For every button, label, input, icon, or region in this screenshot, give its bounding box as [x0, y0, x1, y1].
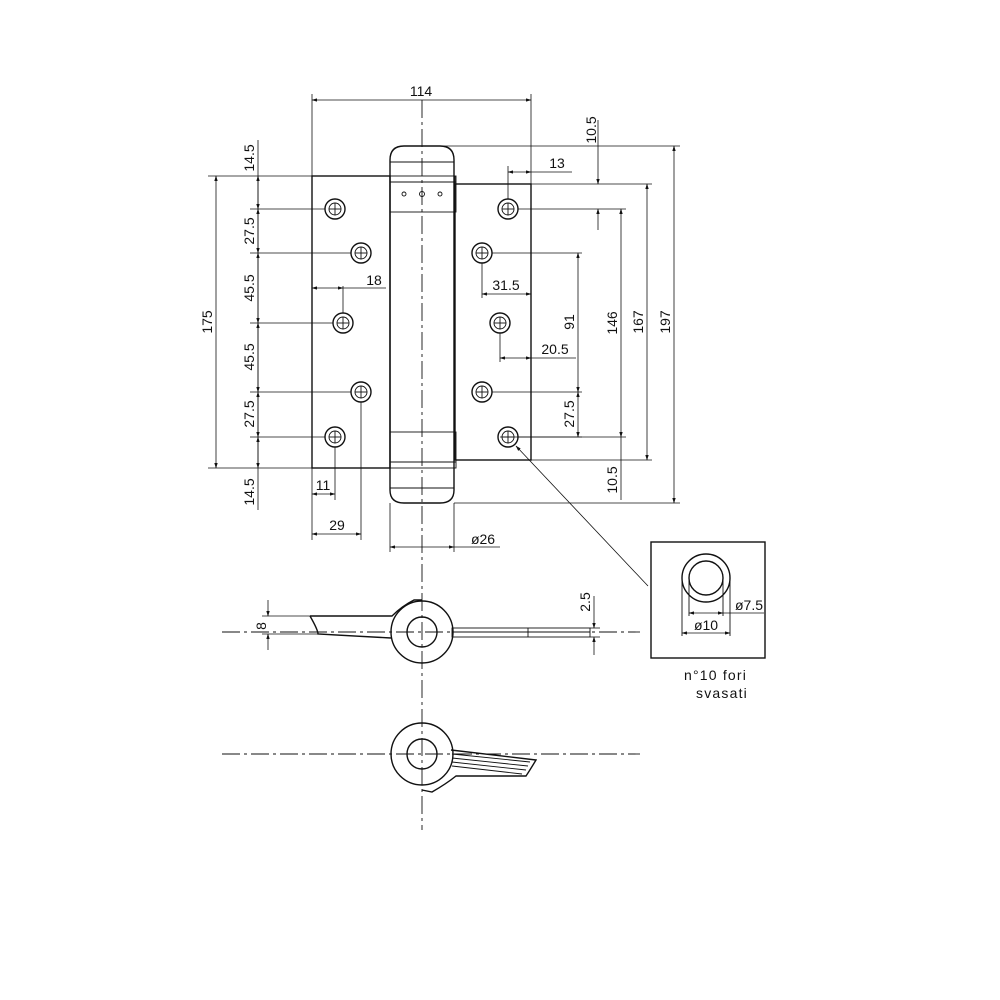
dim-dia-26: ø26: [471, 531, 495, 547]
dim-14-5-bottom: 14.5: [241, 478, 257, 505]
right-leaf: [454, 183, 532, 461]
dim-13: 13: [549, 155, 565, 171]
detail-frame: [650, 541, 766, 659]
section-left-leaf: [310, 599, 422, 617]
bottom-knuckle: [389, 431, 457, 469]
section-view-2: [222, 722, 640, 793]
dim-146: 146: [604, 311, 620, 335]
dim-29: 29: [329, 517, 345, 533]
dim-175: 175: [199, 310, 215, 334]
dim-27-5-bottom: 27.5: [241, 400, 257, 427]
dim-45-5-bottom: 45.5: [241, 343, 257, 370]
dim-dia-7-5: ø7.5: [735, 597, 763, 613]
right-holes: [471, 198, 519, 448]
hole: [471, 242, 493, 264]
section-right-leaf: [421, 749, 538, 793]
hole: [471, 381, 493, 403]
hole: [497, 198, 519, 220]
hole: [489, 312, 511, 334]
note-line-1: n°10 fori: [684, 667, 747, 683]
hole: [324, 426, 346, 448]
dim-10-5-bottom: 10.5: [604, 466, 620, 493]
dim-27-5-top: 27.5: [241, 217, 257, 244]
dim-31-5: 31.5: [492, 277, 519, 293]
hole: [350, 381, 372, 403]
dim-27-5-right: 27.5: [561, 400, 577, 427]
front-view: 114 14.5 27.5 45.5 45.5 27.5 14.5: [199, 83, 680, 830]
dim-8: 8: [253, 622, 269, 630]
dim-18: 18: [366, 272, 382, 288]
dim-167: 167: [630, 310, 646, 334]
dim-10-5-top: 10.5: [583, 116, 599, 143]
section-right-plate: [451, 627, 591, 638]
hole-detail: ø7.5 ø10: [650, 541, 766, 659]
dim-14-5-top: 14.5: [241, 144, 257, 171]
barrel: [389, 145, 455, 504]
dim-20-5: 20.5: [541, 341, 568, 357]
dim-197: 197: [657, 310, 673, 334]
left-dim-chain: 14.5 27.5 45.5 45.5 27.5 14.5 175: [199, 140, 351, 510]
top-knuckle: [389, 175, 457, 213]
dim-114: 114: [410, 83, 433, 99]
dim-dia-10: ø10: [694, 617, 718, 633]
hole: [324, 198, 346, 220]
hole: [332, 312, 354, 334]
note-line-2: svasati: [696, 685, 748, 701]
hole: [350, 242, 372, 264]
section-view-1: 8 2.5: [222, 592, 640, 664]
dim-91: 91: [561, 314, 577, 330]
left-leaf: [311, 175, 391, 469]
dim-45-5-top: 45.5: [241, 274, 257, 301]
dim-11: 11: [316, 477, 331, 493]
dim-2-5: 2.5: [577, 592, 593, 612]
